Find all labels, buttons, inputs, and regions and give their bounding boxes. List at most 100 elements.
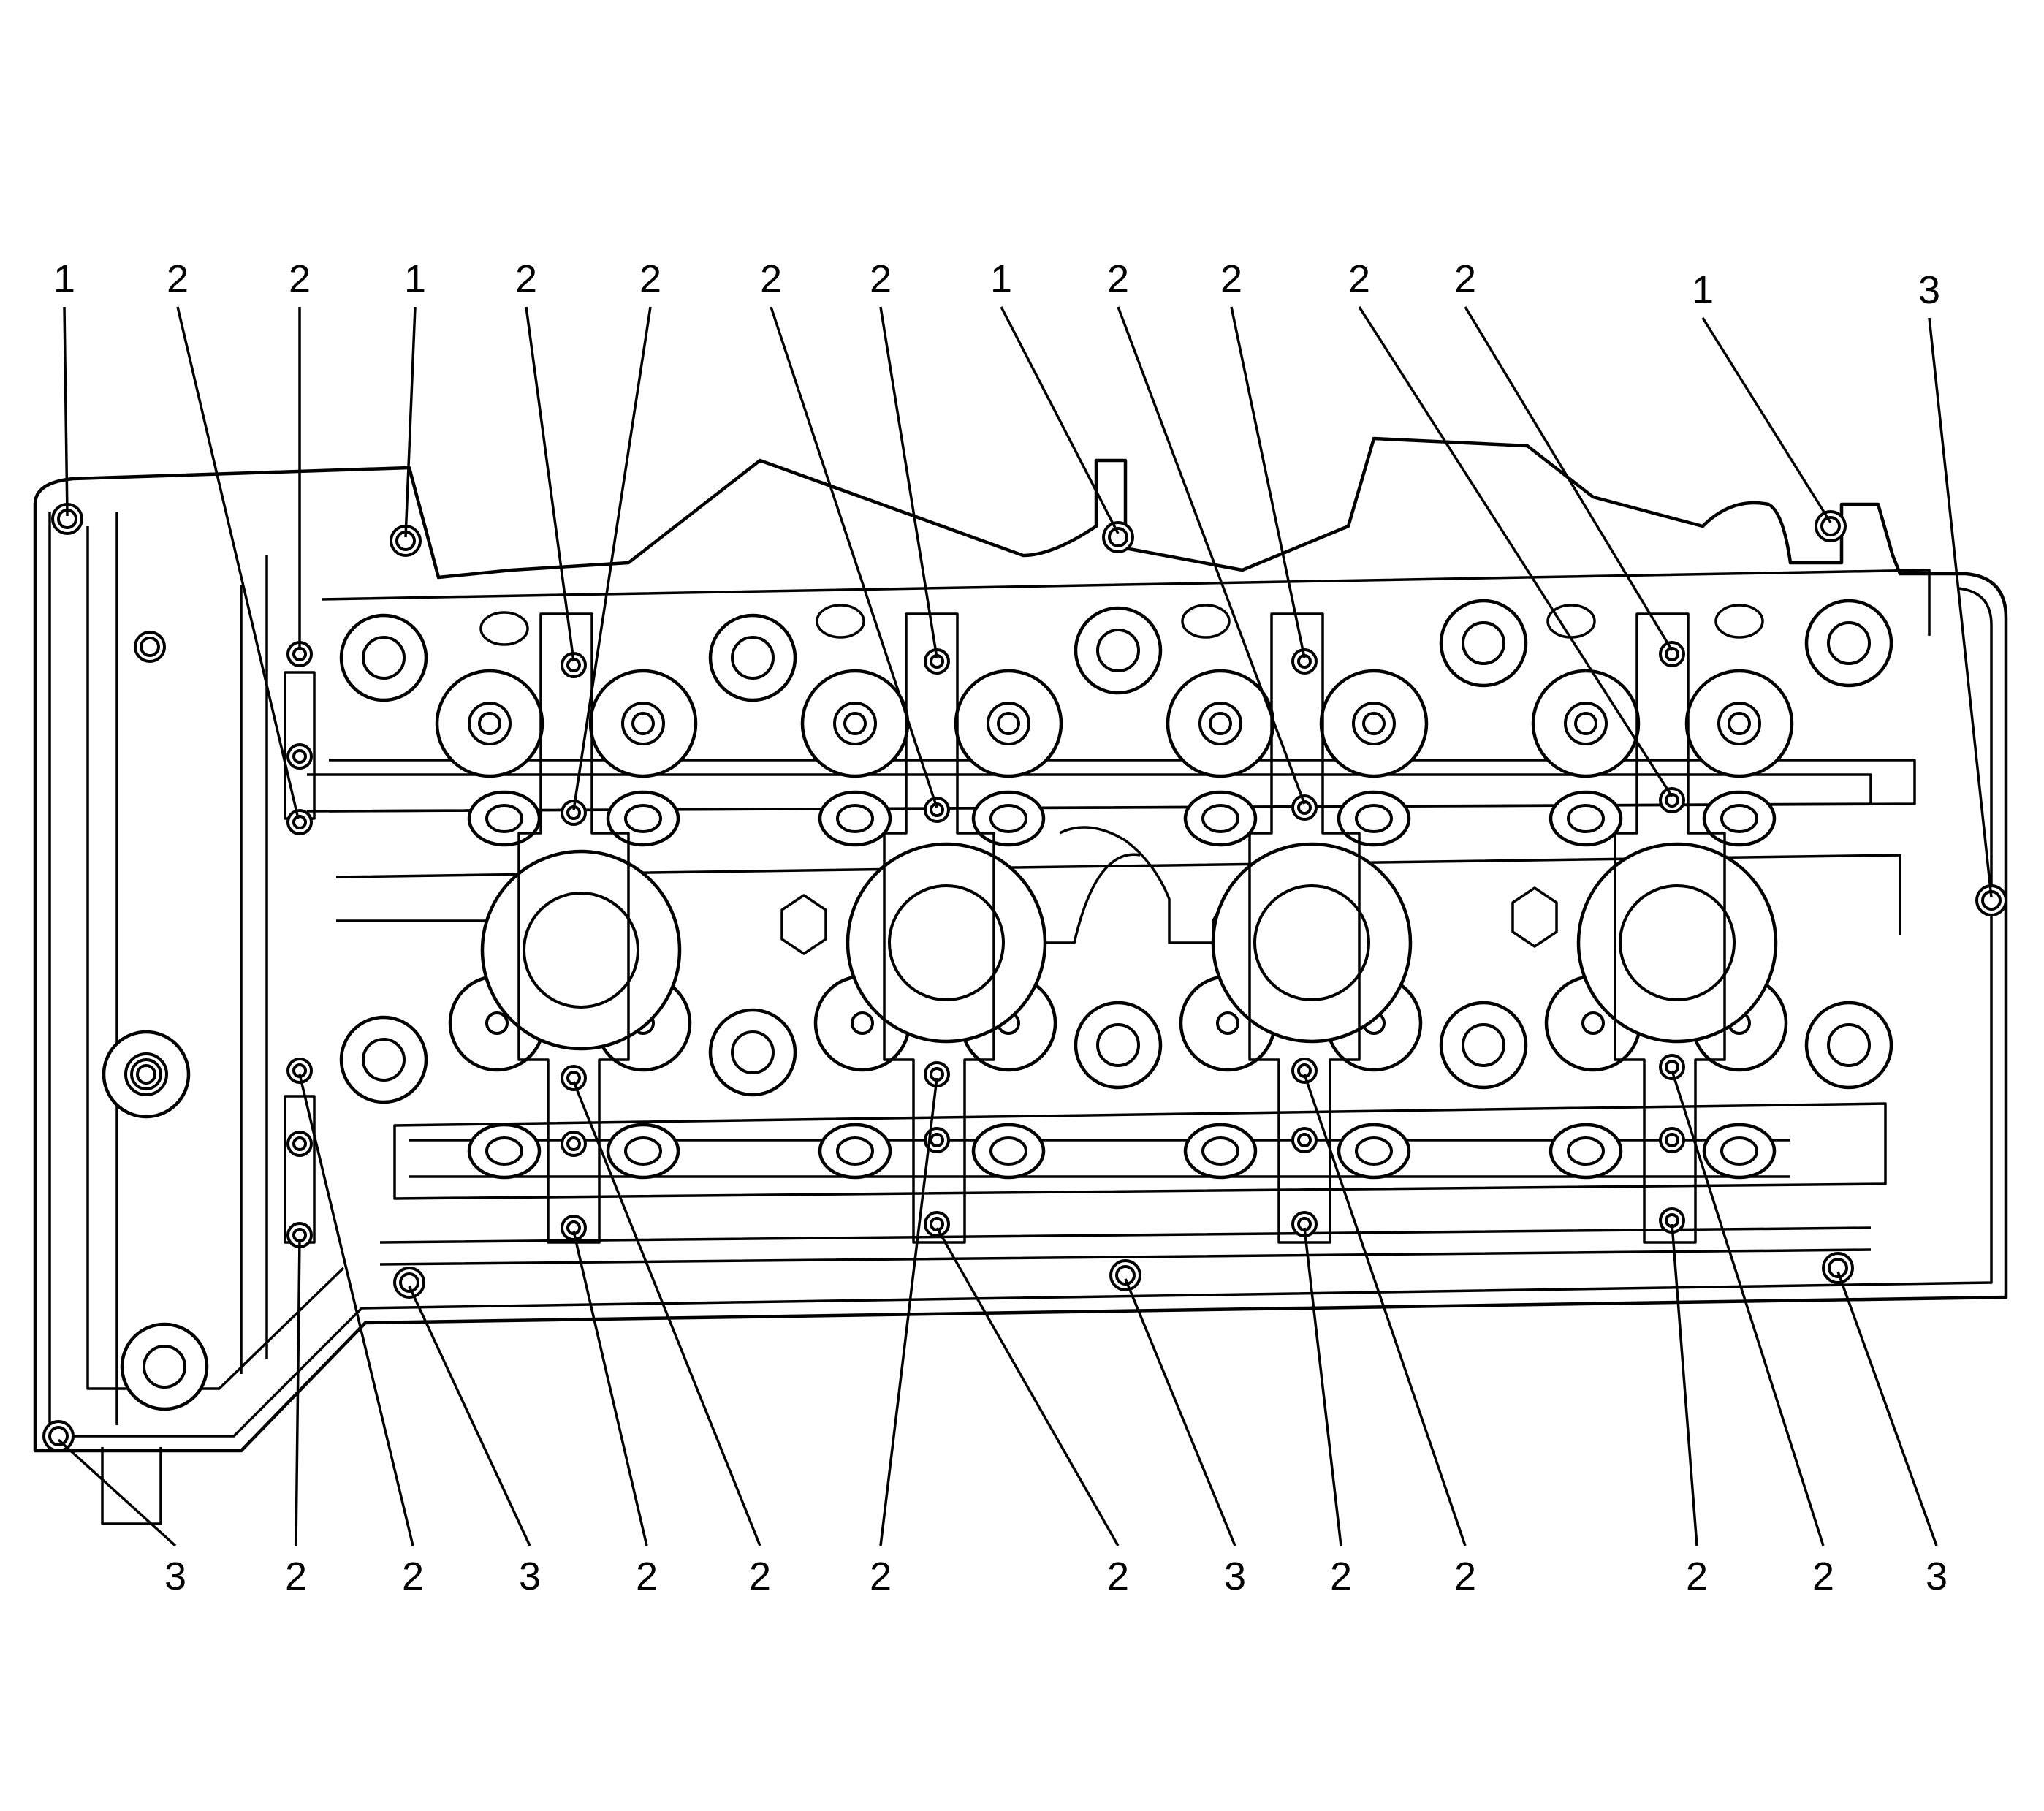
bolt-hole-inner (1820, 516, 1841, 536)
cam-lobe-center (478, 712, 501, 735)
hex-plug (780, 894, 827, 955)
follower-bore (989, 804, 1027, 833)
bolt-hole-inner (399, 1272, 419, 1293)
follower-bore (485, 804, 523, 833)
callout-number-3: 3 (1926, 1554, 1948, 1598)
cam-lobe-center (1362, 712, 1386, 735)
callout-leader-line (176, 306, 300, 819)
callout-leader-line (935, 1227, 1120, 1546)
callout-number-2: 2 (1454, 1554, 1476, 1598)
cam-journal-bore (1827, 621, 1871, 665)
cam-lobe-center (1581, 1011, 1605, 1035)
cam-journal-bore (362, 1038, 406, 1082)
callout-leader-line (572, 306, 652, 810)
cam-journal-bore (362, 636, 406, 680)
callout-number-3: 3 (1224, 1554, 1246, 1598)
callout-number-1: 1 (1692, 268, 1714, 312)
callout-leader-line (879, 1077, 938, 1546)
cam-lobe-center (851, 1011, 874, 1035)
oil-passage (1181, 604, 1231, 639)
cam-lobe-center (485, 1011, 509, 1035)
callout-leader-line (1230, 306, 1306, 658)
callout-number-1: 1 (404, 257, 426, 301)
spark-plug-well (1619, 884, 1736, 1001)
callout-number-1: 1 (990, 257, 1012, 301)
cam-journal-bore (1462, 621, 1505, 665)
camshaft-journal-group (102, 599, 1893, 1411)
bolt-hole-inner (1665, 1133, 1679, 1147)
callout-leader-line (1303, 1227, 1342, 1546)
spark-plug-well (888, 884, 1005, 1001)
callout-leader-line (298, 1074, 414, 1546)
callout-number-2: 2 (1454, 257, 1476, 301)
cam-journal-bore (1462, 1023, 1505, 1067)
follower-bore (1355, 804, 1393, 833)
callout-number-2: 2 (402, 1554, 424, 1598)
callout-leader-line (770, 306, 938, 808)
callout-leader-line (1117, 306, 1306, 805)
callout-number-2: 2 (1348, 257, 1370, 301)
spark-plug-well (1253, 884, 1370, 1001)
bolt-hole-inner (566, 1136, 581, 1151)
callout-number-2: 2 (870, 1554, 892, 1598)
cam-lobe-center (1216, 1011, 1239, 1035)
follower-bore (1567, 1136, 1605, 1166)
callout-leader-line (1000, 306, 1120, 534)
bolt-hole-inner (930, 1133, 944, 1147)
cam-lobe-center (1574, 712, 1597, 735)
callout-leader-line (572, 1081, 761, 1546)
follower-bore (485, 1136, 523, 1166)
bolt-hole-inner (1828, 1258, 1848, 1278)
follower-bore (624, 804, 662, 833)
bolt-hole-inner (1115, 1265, 1136, 1286)
follower-bore (1567, 804, 1605, 833)
callout-leader-line (1836, 1271, 1938, 1546)
bolt-hole-inner (140, 637, 160, 657)
follower-bore (624, 1136, 662, 1166)
cam-journal-bore (1827, 1023, 1871, 1067)
callout-number-3: 3 (164, 1554, 186, 1598)
callout-number-3: 3 (519, 1554, 541, 1598)
follower-bore (989, 1136, 1027, 1166)
oil-passage (1546, 604, 1596, 639)
bolt-hole-inner (292, 1136, 307, 1151)
cam-lobe-center (843, 712, 867, 735)
callout-number-2: 2 (285, 1554, 307, 1598)
callout-leader-line (1303, 1074, 1467, 1546)
follower-bore (1720, 1136, 1758, 1166)
callout-number-2: 2 (639, 257, 661, 301)
callout-number-3: 3 (1918, 268, 1940, 312)
bolt-hole-inner (292, 815, 307, 829)
spark-plug-well-group (480, 842, 1778, 1051)
cam-lobe-center (631, 712, 655, 735)
callout-number-2: 2 (749, 1554, 771, 1598)
follower-bore (1201, 804, 1239, 833)
callout-number-2: 2 (515, 257, 537, 301)
callout-number-2: 2 (1107, 1554, 1129, 1598)
camshaft-cap-bracket (517, 612, 630, 1244)
bolt-hole-inner (136, 1064, 156, 1085)
callout-leader-line (1701, 317, 1832, 523)
cam-journal-bore (143, 1345, 186, 1389)
cam-lobe-center (1209, 712, 1232, 735)
follower-bore (836, 1136, 874, 1166)
oil-passage (479, 611, 529, 646)
follower-bore (1355, 1136, 1393, 1166)
callout-leader-line (1124, 1278, 1236, 1546)
hex-plug (1511, 886, 1558, 948)
callout-leader-line (57, 1438, 177, 1547)
cylinder-head-outline (33, 436, 2008, 1525)
callout-leader-line (525, 306, 575, 662)
callout-leader-line (572, 1231, 648, 1546)
callout-leader-line (1358, 306, 1673, 797)
oil-passage (1714, 604, 1764, 639)
callout-number-2: 2 (1812, 1554, 1834, 1598)
callout-number-2: 2 (1107, 257, 1129, 301)
follower-bore (1720, 804, 1758, 833)
camshaft-cap-bracket (883, 612, 995, 1244)
callout-number-2: 2 (167, 257, 189, 301)
callout-number-1: 1 (53, 257, 75, 301)
oil-passage (816, 604, 865, 639)
